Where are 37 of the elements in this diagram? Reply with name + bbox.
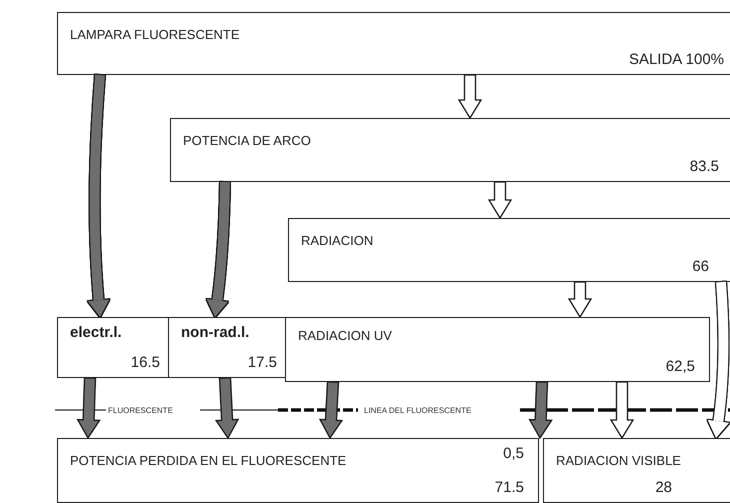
block-arrow [610,381,634,440]
block-arrow [76,377,101,440]
block-arrow [206,182,230,318]
energy-box [170,118,730,182]
energy-box [543,438,730,503]
value-label: 0,5 [503,445,524,462]
box-title: POTENCIA DE ARCO [183,133,311,148]
value-label: 28 [655,479,672,496]
block-arrow [88,74,110,318]
value-label: 17.5 [248,354,277,371]
box-title: RADIACION VISIBLE [556,453,681,468]
energy-box [57,317,169,378]
value-label: 16.5 [130,354,160,371]
value-label: 71.5 [494,479,524,496]
energy-box [288,218,730,282]
box-title: RADIACION [301,233,374,248]
energy-box [57,12,730,75]
energy-box [57,438,539,503]
block-arrow [214,377,240,440]
block-arrow [528,381,553,440]
box-title: electr.l. [70,324,122,341]
block-arrow [568,281,592,318]
line-label: FLUORESCENTE [106,406,175,415]
value-label: SALIDA 100% [628,51,724,68]
energy-box [168,317,286,378]
block-arrow [318,381,344,440]
box-title: POTENCIA PERDIDA EN EL FLUORESCENTE [70,453,346,468]
value-label: 83.5 [690,158,719,175]
line-label: LINEA DEL FLUORESCENTE [362,406,474,415]
block-arrow [458,74,482,120]
box-title: RADIACION UV [298,328,392,343]
value-label: 62,5 [666,358,695,375]
energy-box [285,317,710,382]
box-title: LAMPARA FLUORESCENTE [70,27,240,42]
box-title: non-rad.l. [181,324,250,341]
value-label: 66 [692,258,709,275]
block-arrow [488,181,512,220]
